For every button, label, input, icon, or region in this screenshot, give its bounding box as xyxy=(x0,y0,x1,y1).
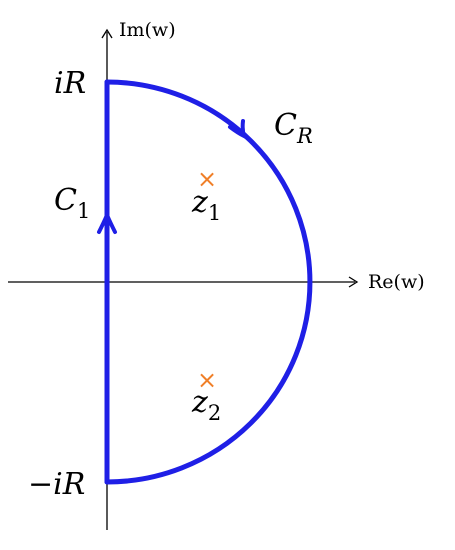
pole-z1-label: z1 xyxy=(191,185,221,225)
contour-arc-cr xyxy=(104,79,313,485)
label-c1: C1 xyxy=(54,183,90,223)
real-axis-label: Re(w) xyxy=(368,271,425,293)
label-minus-ir: −iR xyxy=(28,467,85,502)
arc-direction-arrow xyxy=(228,119,248,140)
label-ir: iR xyxy=(54,66,86,101)
label-cr: CR xyxy=(274,108,313,148)
segment-direction-arrow xyxy=(97,209,117,234)
imaginary-axis-arrow xyxy=(101,28,113,39)
pole-z2-marker: × xyxy=(197,366,217,394)
real-axis-arrow xyxy=(348,276,359,288)
pole-z2-label: z2 xyxy=(191,385,221,425)
pole-z1-marker: × xyxy=(197,165,217,193)
imaginary-axis-label: Im(w) xyxy=(119,19,176,41)
